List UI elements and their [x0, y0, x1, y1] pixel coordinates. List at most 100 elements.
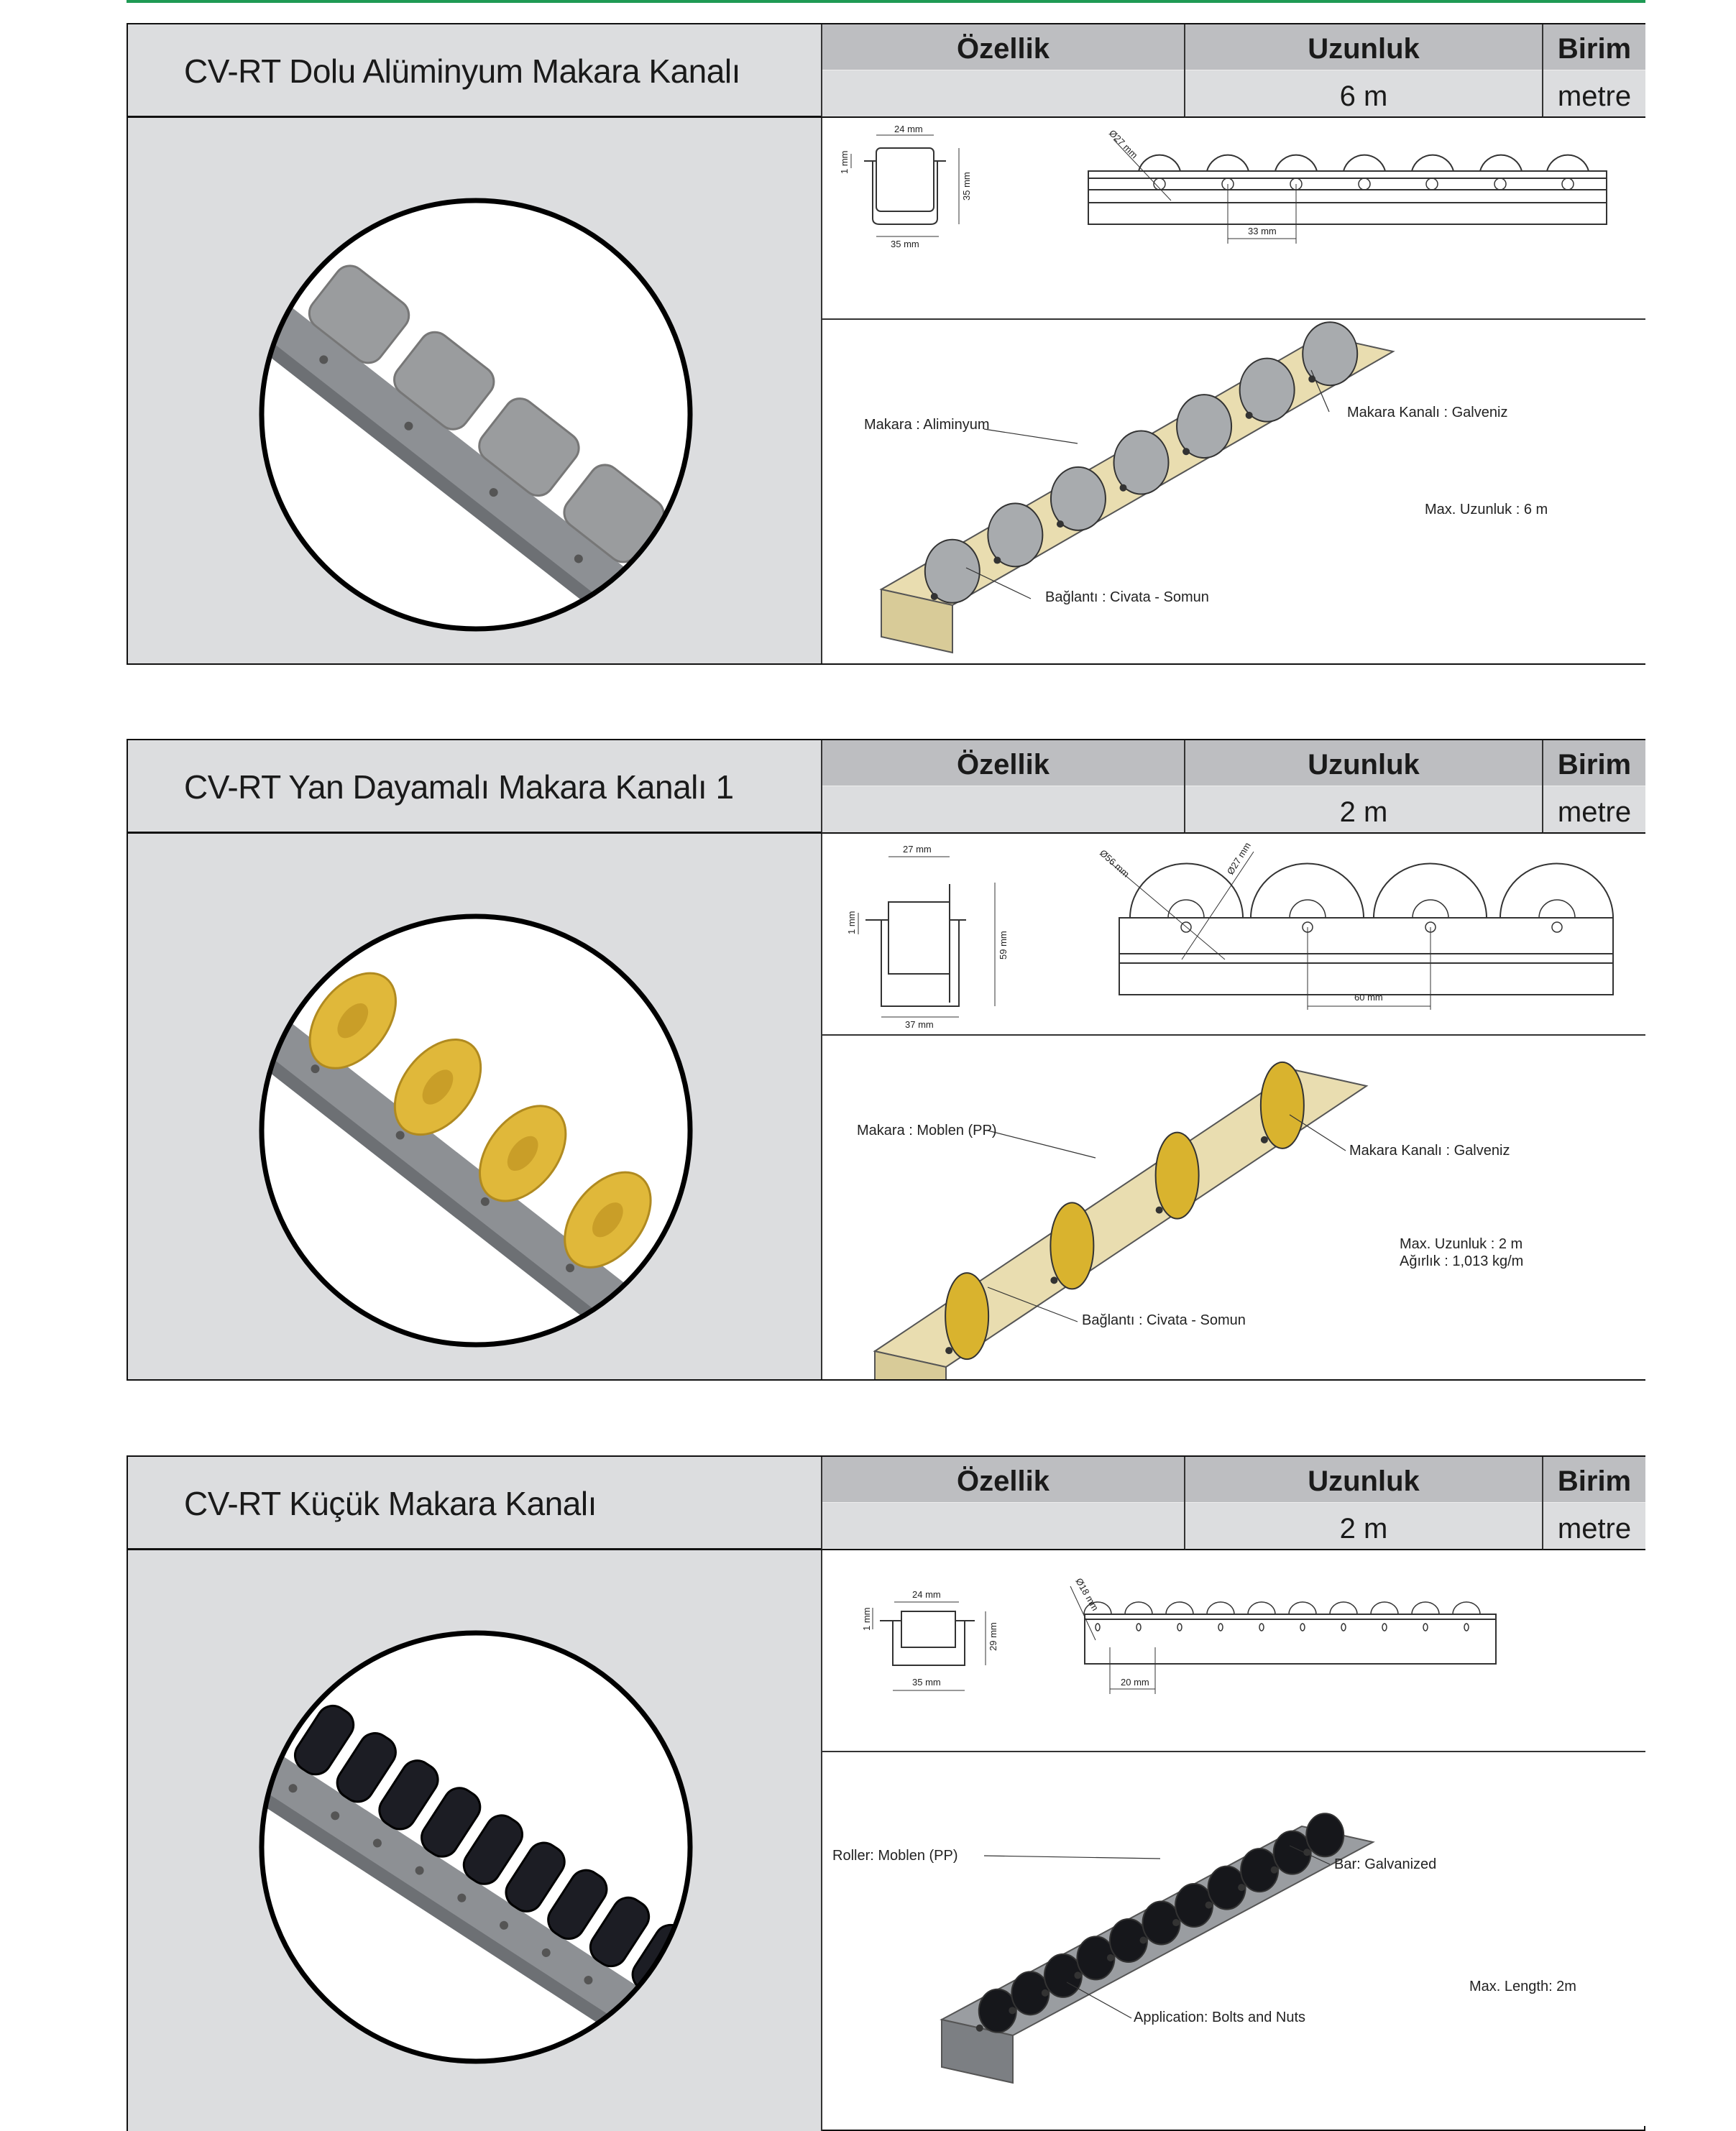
label-max-length: Max. Length: 2m: [1469, 1979, 1576, 1994]
photo-frame: [259, 913, 693, 1348]
product-title: CV-RT Küçük Makara Kanalı: [184, 1485, 597, 1522]
header-unit: Birim: [1543, 24, 1645, 70]
label-roller: Roller: Moblen (PP): [832, 1848, 958, 1864]
bolt: [372, 1838, 382, 1848]
roller-hub: [337, 1003, 369, 1039]
dim-bottom-width: 35 mm: [912, 1677, 941, 1688]
technical-drawing: 27 mm 37 mm 59 mm 1 mm Ø56 mm Ø27 mm 60 …: [846, 840, 1614, 1030]
leader-line: [983, 428, 1078, 444]
roller: [1011, 1971, 1050, 2016]
technical-drawing: 24 mm 35 mm 35 mm 1 mm Ø27 mm 33 mm: [839, 124, 1607, 249]
bolt: [1056, 520, 1064, 528]
roller-track-illustration: [940, 1813, 1375, 2084]
roller-hub: [507, 1136, 538, 1172]
label-connection: Application: Bolts and Nuts: [1134, 2010, 1305, 2025]
roller-outline: [1411, 1601, 1440, 1615]
roller: [293, 1704, 355, 1776]
roller: [462, 1814, 524, 1885]
header-unit: Birim: [1543, 1457, 1645, 1502]
column-feature: Özellik: [822, 24, 1185, 118]
roller: [308, 264, 410, 364]
bolt: [226, 998, 235, 1007]
roller-outline: [1288, 1601, 1317, 1615]
bolt: [993, 556, 1001, 564]
column-feature: Özellik: [822, 1457, 1185, 1550]
bolt: [1238, 1884, 1246, 1892]
rail-edge: [197, 290, 670, 663]
bolt: [404, 421, 413, 431]
bolt: [668, 2030, 677, 2040]
bolt: [945, 1347, 953, 1355]
roller-outline: [1370, 1601, 1399, 1615]
roller: [924, 538, 980, 604]
value-feature: [822, 70, 1184, 116]
rail-edge: [197, 1005, 670, 1379]
bolt: [288, 1784, 298, 1793]
bolt: [319, 355, 329, 364]
dim-top-width: 27 mm: [903, 844, 932, 855]
dim-pitch: 60 mm: [1354, 992, 1383, 1003]
bolt: [626, 2003, 635, 2012]
bolt: [234, 289, 244, 298]
photo-frame: [259, 198, 693, 632]
roller-hub: [422, 1069, 454, 1105]
product-photo-pane: [128, 1550, 822, 2131]
bolt-hole: [1300, 1623, 1305, 1631]
bolt: [1172, 1919, 1180, 1927]
dim-top-width: 24 mm: [912, 1589, 941, 1600]
bolt-hole: [1095, 1623, 1101, 1631]
roller: [1043, 1953, 1083, 1998]
bolt: [1303, 1849, 1311, 1856]
bolt-hole: [1382, 1623, 1387, 1631]
roller: [1175, 1883, 1214, 1928]
green-header-line: [127, 0, 1645, 3]
product-card-kucuk: CV-RT Küçük Makara Kanalı Özellik Uzunlu…: [127, 1455, 1645, 2131]
label-connection: Bağlantı : Civata - Somun: [1045, 589, 1209, 605]
roller: [1272, 1830, 1312, 1875]
bolt: [1182, 448, 1190, 456]
roller-track-illustration: [879, 321, 1395, 654]
roller: [1154, 1131, 1200, 1220]
leader-line: [987, 1130, 1096, 1159]
bolt-hole: [1218, 1623, 1223, 1631]
roller: [648, 530, 750, 630]
roller: [1240, 1848, 1280, 1893]
product-photo-pane: [128, 118, 822, 663]
bolt: [489, 488, 498, 497]
bolt: [1119, 484, 1127, 492]
leader-line: [1289, 1845, 1331, 1865]
label-roller: Makara : Moblen (PP): [857, 1123, 997, 1138]
header-length: Uzunluk: [1185, 24, 1542, 70]
rail: [193, 1713, 712, 2071]
value-length: 2 m: [1185, 786, 1542, 832]
label-roller: Makara : Aliminyum: [864, 417, 990, 433]
roller: [1076, 1936, 1116, 1981]
dim-thickness: 1 mm: [861, 1608, 872, 1631]
isometric-drawing-pane: Roller: Moblen (PP) Bar: Galvanized Max.…: [822, 1752, 1645, 2126]
bolt: [311, 1064, 320, 1074]
product-title: CV-RT Yan Dayamalı Makara Kanalı 1: [184, 768, 734, 806]
roller: [421, 1787, 482, 1858]
bolt: [1139, 1936, 1147, 1944]
roller-outline: [1329, 1601, 1358, 1615]
roller: [393, 331, 495, 431]
label-max-length: Max. Uzunluk : 2 m: [1400, 1236, 1523, 1252]
roller: [978, 1988, 1017, 2033]
roller: [987, 502, 1044, 568]
label-channel: Bar: Galvanized: [1334, 1856, 1436, 1872]
bolt: [395, 1131, 405, 1140]
isometric-drawing-pane: Makara : Moblen (PP) Makara Kanalı : Gal…: [822, 1036, 1645, 1379]
roller-outline: [1247, 1601, 1276, 1615]
roller: [1302, 321, 1359, 387]
roller-hub: [592, 1202, 623, 1238]
dim-bottom-width: 35 mm: [891, 239, 919, 249]
bolt: [574, 554, 583, 563]
roller: [1305, 1813, 1345, 1858]
dim-top-width: 24 mm: [894, 124, 923, 134]
product-photo: [197, 906, 737, 1379]
roller-outline: [1165, 1601, 1194, 1615]
roller: [209, 1649, 270, 1721]
